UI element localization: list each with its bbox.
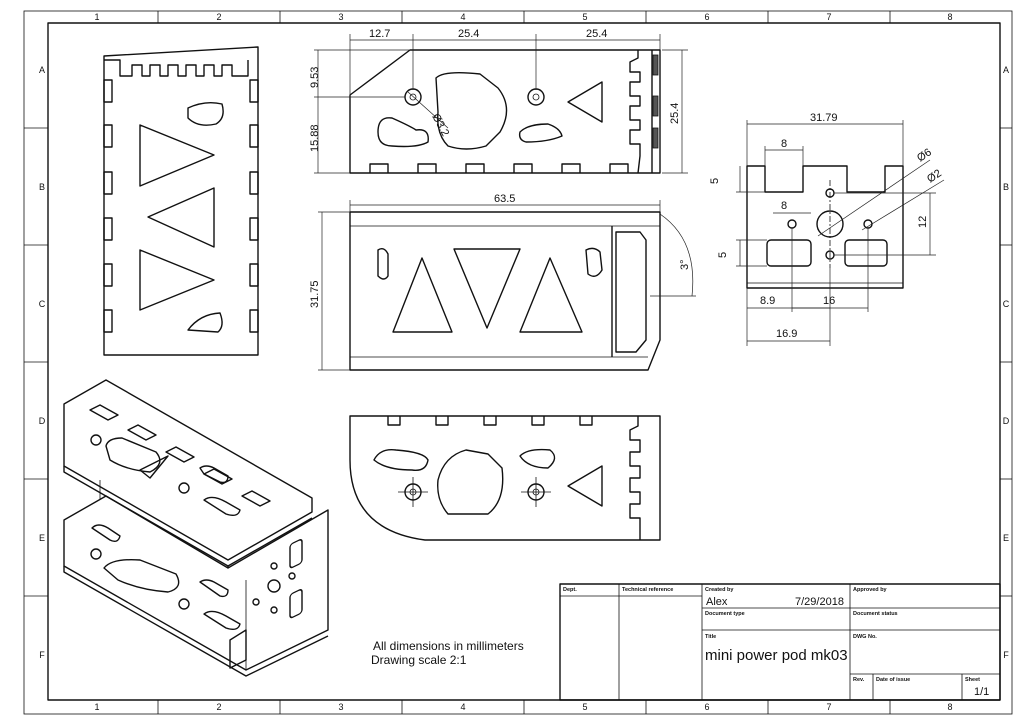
dim-end-dia-big: Ø6 [915, 146, 934, 164]
zone-col-6-top: 6 [704, 12, 709, 22]
dim-top-height-1: 9.53 [309, 67, 321, 88]
dim-angle: 3° [679, 259, 691, 270]
bottom-side-view [349, 415, 661, 541]
zone-row-d-left: D [39, 416, 46, 426]
dim-top-height-2: 15.88 [309, 124, 321, 152]
note-scale: Drawing scale 2:1 [371, 653, 467, 667]
zone-col-7-bottom: 7 [826, 702, 831, 712]
dim-end-offset-2: 16 [823, 295, 835, 307]
tb-approved-by-label: Approved by [853, 587, 888, 593]
zone-row-e-left: E [39, 533, 45, 543]
zone-labels: 1 2 3 4 5 6 7 8 1 2 3 4 5 6 7 8 A B C D … [39, 12, 1010, 712]
tb-title: mini power pod mk03 [705, 647, 848, 664]
dimension-labels: 12.7 25.4 25.4 9.53 15.88 25.4 Ø3.2 63.5… [309, 28, 944, 340]
zone-row-f-right: F [1003, 650, 1009, 660]
dim-end-hole-width: 8 [781, 200, 787, 212]
zone-col-8-bottom: 8 [947, 702, 952, 712]
dim-mid-height: 31.75 [309, 280, 321, 308]
inner-border [47, 22, 1001, 701]
zone-col-5-top: 5 [582, 12, 587, 22]
zone-col-8-top: 8 [947, 12, 952, 22]
title-block: Dept. Technical reference Created by Ale… [559, 583, 1001, 701]
zone-col-3-bottom: 3 [338, 702, 343, 712]
end-view [746, 165, 904, 289]
dim-mid-width: 63.5 [494, 193, 515, 205]
tb-tech-ref-label: Technical reference [622, 587, 673, 593]
dim-end-offset-1: 8.9 [760, 295, 775, 307]
tb-title-label: Title [705, 634, 716, 640]
zone-col-4-top: 4 [460, 12, 465, 22]
dim-top-width-2: 25.4 [458, 28, 479, 40]
zone-row-c-left: C [39, 299, 46, 309]
dim-end-slot-width: 8 [781, 138, 787, 150]
front-view [349, 211, 661, 371]
zone-row-c-right: C [1003, 299, 1010, 309]
outer-border [23, 10, 1013, 715]
zone-col-6-bottom: 6 [704, 702, 709, 712]
dim-end-height-right: 12 [917, 216, 929, 228]
zone-col-1-bottom: 1 [94, 702, 99, 712]
tb-sheet-label: Sheet [965, 677, 980, 683]
zone-row-f-left: F [39, 650, 45, 660]
dim-end-height-2: 5 [717, 252, 729, 258]
zone-row-e-right: E [1003, 533, 1009, 543]
dim-end-width: 31.79 [810, 112, 838, 124]
dim-end-offset-3: 16.9 [776, 328, 797, 340]
tb-rev-label: Rev. [853, 677, 865, 683]
zone-row-d-right: D [1003, 416, 1010, 426]
dimension-lines [314, 34, 945, 371]
note-units: All dimensions in millimeters [373, 639, 524, 653]
dim-hole-dia: Ø3.2 [429, 112, 451, 139]
zone-col-4-bottom: 4 [460, 702, 465, 712]
zone-col-1-top: 1 [94, 12, 99, 22]
zone-col-2-bottom: 2 [216, 702, 221, 712]
tb-created-by-label: Created by [705, 587, 734, 593]
tb-date: 7/29/2018 [795, 596, 844, 608]
side-view [349, 49, 661, 174]
tb-sheet: 1/1 [974, 686, 989, 698]
drawing-notes: All dimensions in millimeters Drawing sc… [371, 639, 524, 667]
zone-row-b-right: B [1003, 182, 1009, 192]
dim-end-dia-small: Ø2 [925, 167, 944, 185]
dim-top-width-3: 25.4 [586, 28, 607, 40]
tb-dept-label: Dept. [563, 587, 577, 593]
plan-view [103, 46, 259, 356]
tb-created-by: Alex [706, 596, 728, 608]
tb-doc-type-label: Document type [705, 611, 745, 617]
zone-row-b-left: B [39, 182, 45, 192]
isometric-view [63, 379, 329, 677]
zone-col-3-top: 3 [338, 12, 343, 22]
tb-date-issue-label: Date of issue [876, 677, 910, 683]
zone-ticks [24, 11, 1012, 714]
zone-col-2-top: 2 [216, 12, 221, 22]
dim-end-height-1: 5 [709, 178, 721, 184]
dim-top-height-right: 25.4 [669, 103, 681, 124]
zone-row-a-right: A [1003, 65, 1009, 75]
zone-col-7-top: 7 [826, 12, 831, 22]
zone-row-a-left: A [39, 65, 45, 75]
tb-doc-status-label: Document status [853, 611, 898, 617]
zone-col-5-bottom: 5 [582, 702, 587, 712]
dim-top-width-1: 12.7 [369, 28, 390, 40]
tb-dwg-no-label: DWG No. [853, 634, 877, 640]
